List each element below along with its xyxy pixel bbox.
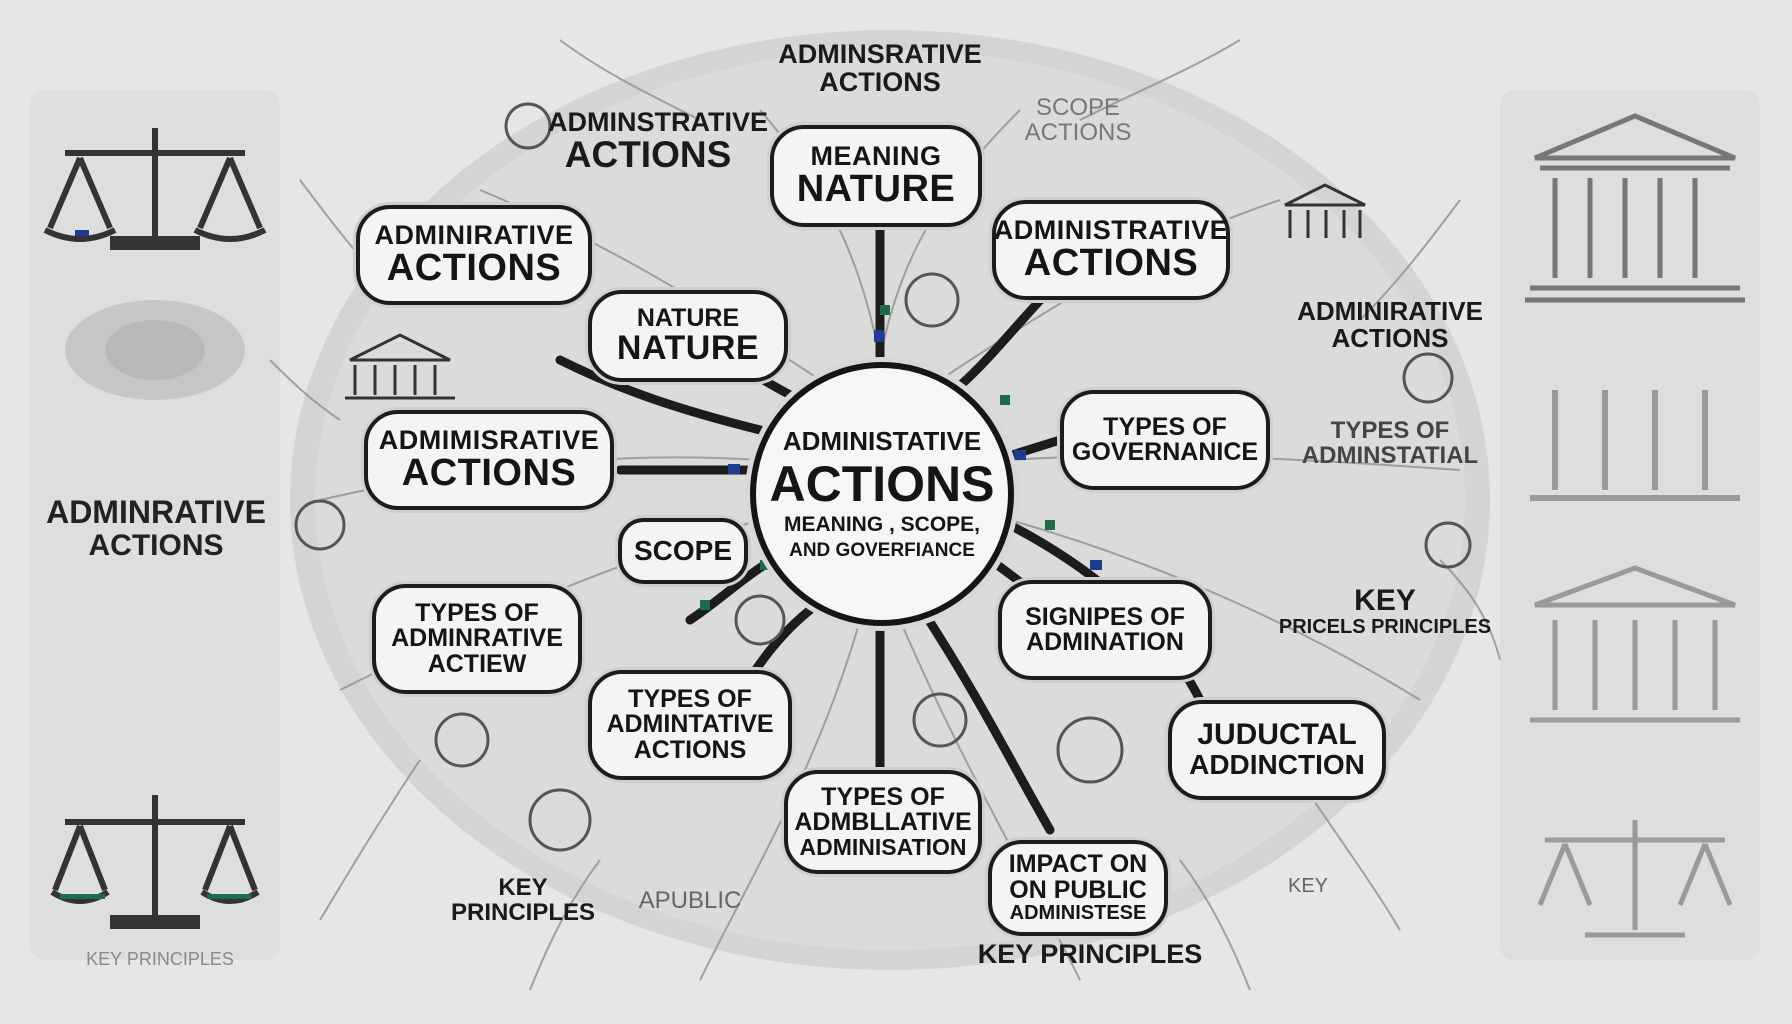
label-key-principles-bottom: KEY PRINCIPLES (977, 939, 1203, 969)
scales-icon (43, 128, 267, 250)
central-topic-subtitle-2: AND GOVERFIANCE (789, 540, 975, 561)
node-actions-left-mid[interactable]: ADMIMISRATIVE ACTIONS (364, 410, 614, 510)
central-topic-title: ACTIONS (769, 456, 995, 512)
central-topic-node[interactable]: ADMINISTATIVE ACTIONS MEANING , SCOPE, A… (750, 362, 1014, 626)
node-impact-public[interactable]: IMPACT ON ON PUBLIC ADMINISTESE (988, 840, 1168, 936)
label-types-adminstatial: TYPES OF ADMINSTATIAL (1301, 417, 1479, 470)
courthouse-icon (1530, 390, 1740, 501)
central-topic-subtitle: MEANING , SCOPE, (783, 513, 981, 536)
node-types-admintative-actions[interactable]: TYPES OF ADMINTATIVE ACTIONS (588, 670, 792, 780)
label-right-actions: ADMINIRATIVE ACTIONS (1297, 296, 1483, 354)
node-actions-topleft[interactable]: ADMINSTRATIVE ACTIONS (548, 107, 768, 176)
node-key-principles-right[interactable]: KEY PRICELS PRINCIPLES (1278, 584, 1492, 638)
left-panel-caption: KEY PRINCIPLES (86, 949, 234, 969)
node-signipes-admination[interactable]: SIGNIPES OF ADMINATION (998, 580, 1212, 680)
top-label: ADMINSRATIVE ACTIONS (778, 39, 982, 98)
node-actions-left-upper[interactable]: ADMINIRATIVE ACTIONS (356, 205, 592, 305)
scales-icon (1537, 820, 1733, 938)
seal-icon (65, 300, 245, 400)
node-types-admin-actiew[interactable]: TYPES OF ADMINRATIVE ACTIEW (372, 584, 582, 694)
label-apublic: APUBLIC (638, 887, 742, 914)
left-panel-title: ADMINRATIVE ACTIONS (46, 494, 266, 562)
node-types-governance[interactable]: TYPES OF GOVERNANICE (1060, 390, 1270, 490)
node-meaning-nature[interactable]: MEANING NATURE (770, 125, 982, 227)
label-key-right-small: KEY (1287, 875, 1329, 897)
node-judicial-addinction[interactable]: JUDUCTAL ADDINCTION (1168, 700, 1386, 800)
label-scope-actions: SCOPE ACTIONS (1024, 94, 1132, 147)
node-scope[interactable]: SCOPE (618, 518, 748, 584)
courthouse-icon (1530, 565, 1740, 723)
label-key-principles-lower: KEY PRINCIPLES (450, 874, 596, 927)
node-nature-nature[interactable]: NATURE NATURE (588, 290, 788, 382)
node-types-admbllative[interactable]: TYPES OF ADMBLLATIVE ADMINISATION (784, 770, 982, 874)
central-topic-line1: ADMINISTATIVE (782, 426, 982, 456)
scales-icon (50, 795, 260, 929)
courthouse-icon (1525, 113, 1745, 303)
node-actions-right-upper[interactable]: ADMINISTRATIVE ACTIONS (992, 200, 1230, 300)
